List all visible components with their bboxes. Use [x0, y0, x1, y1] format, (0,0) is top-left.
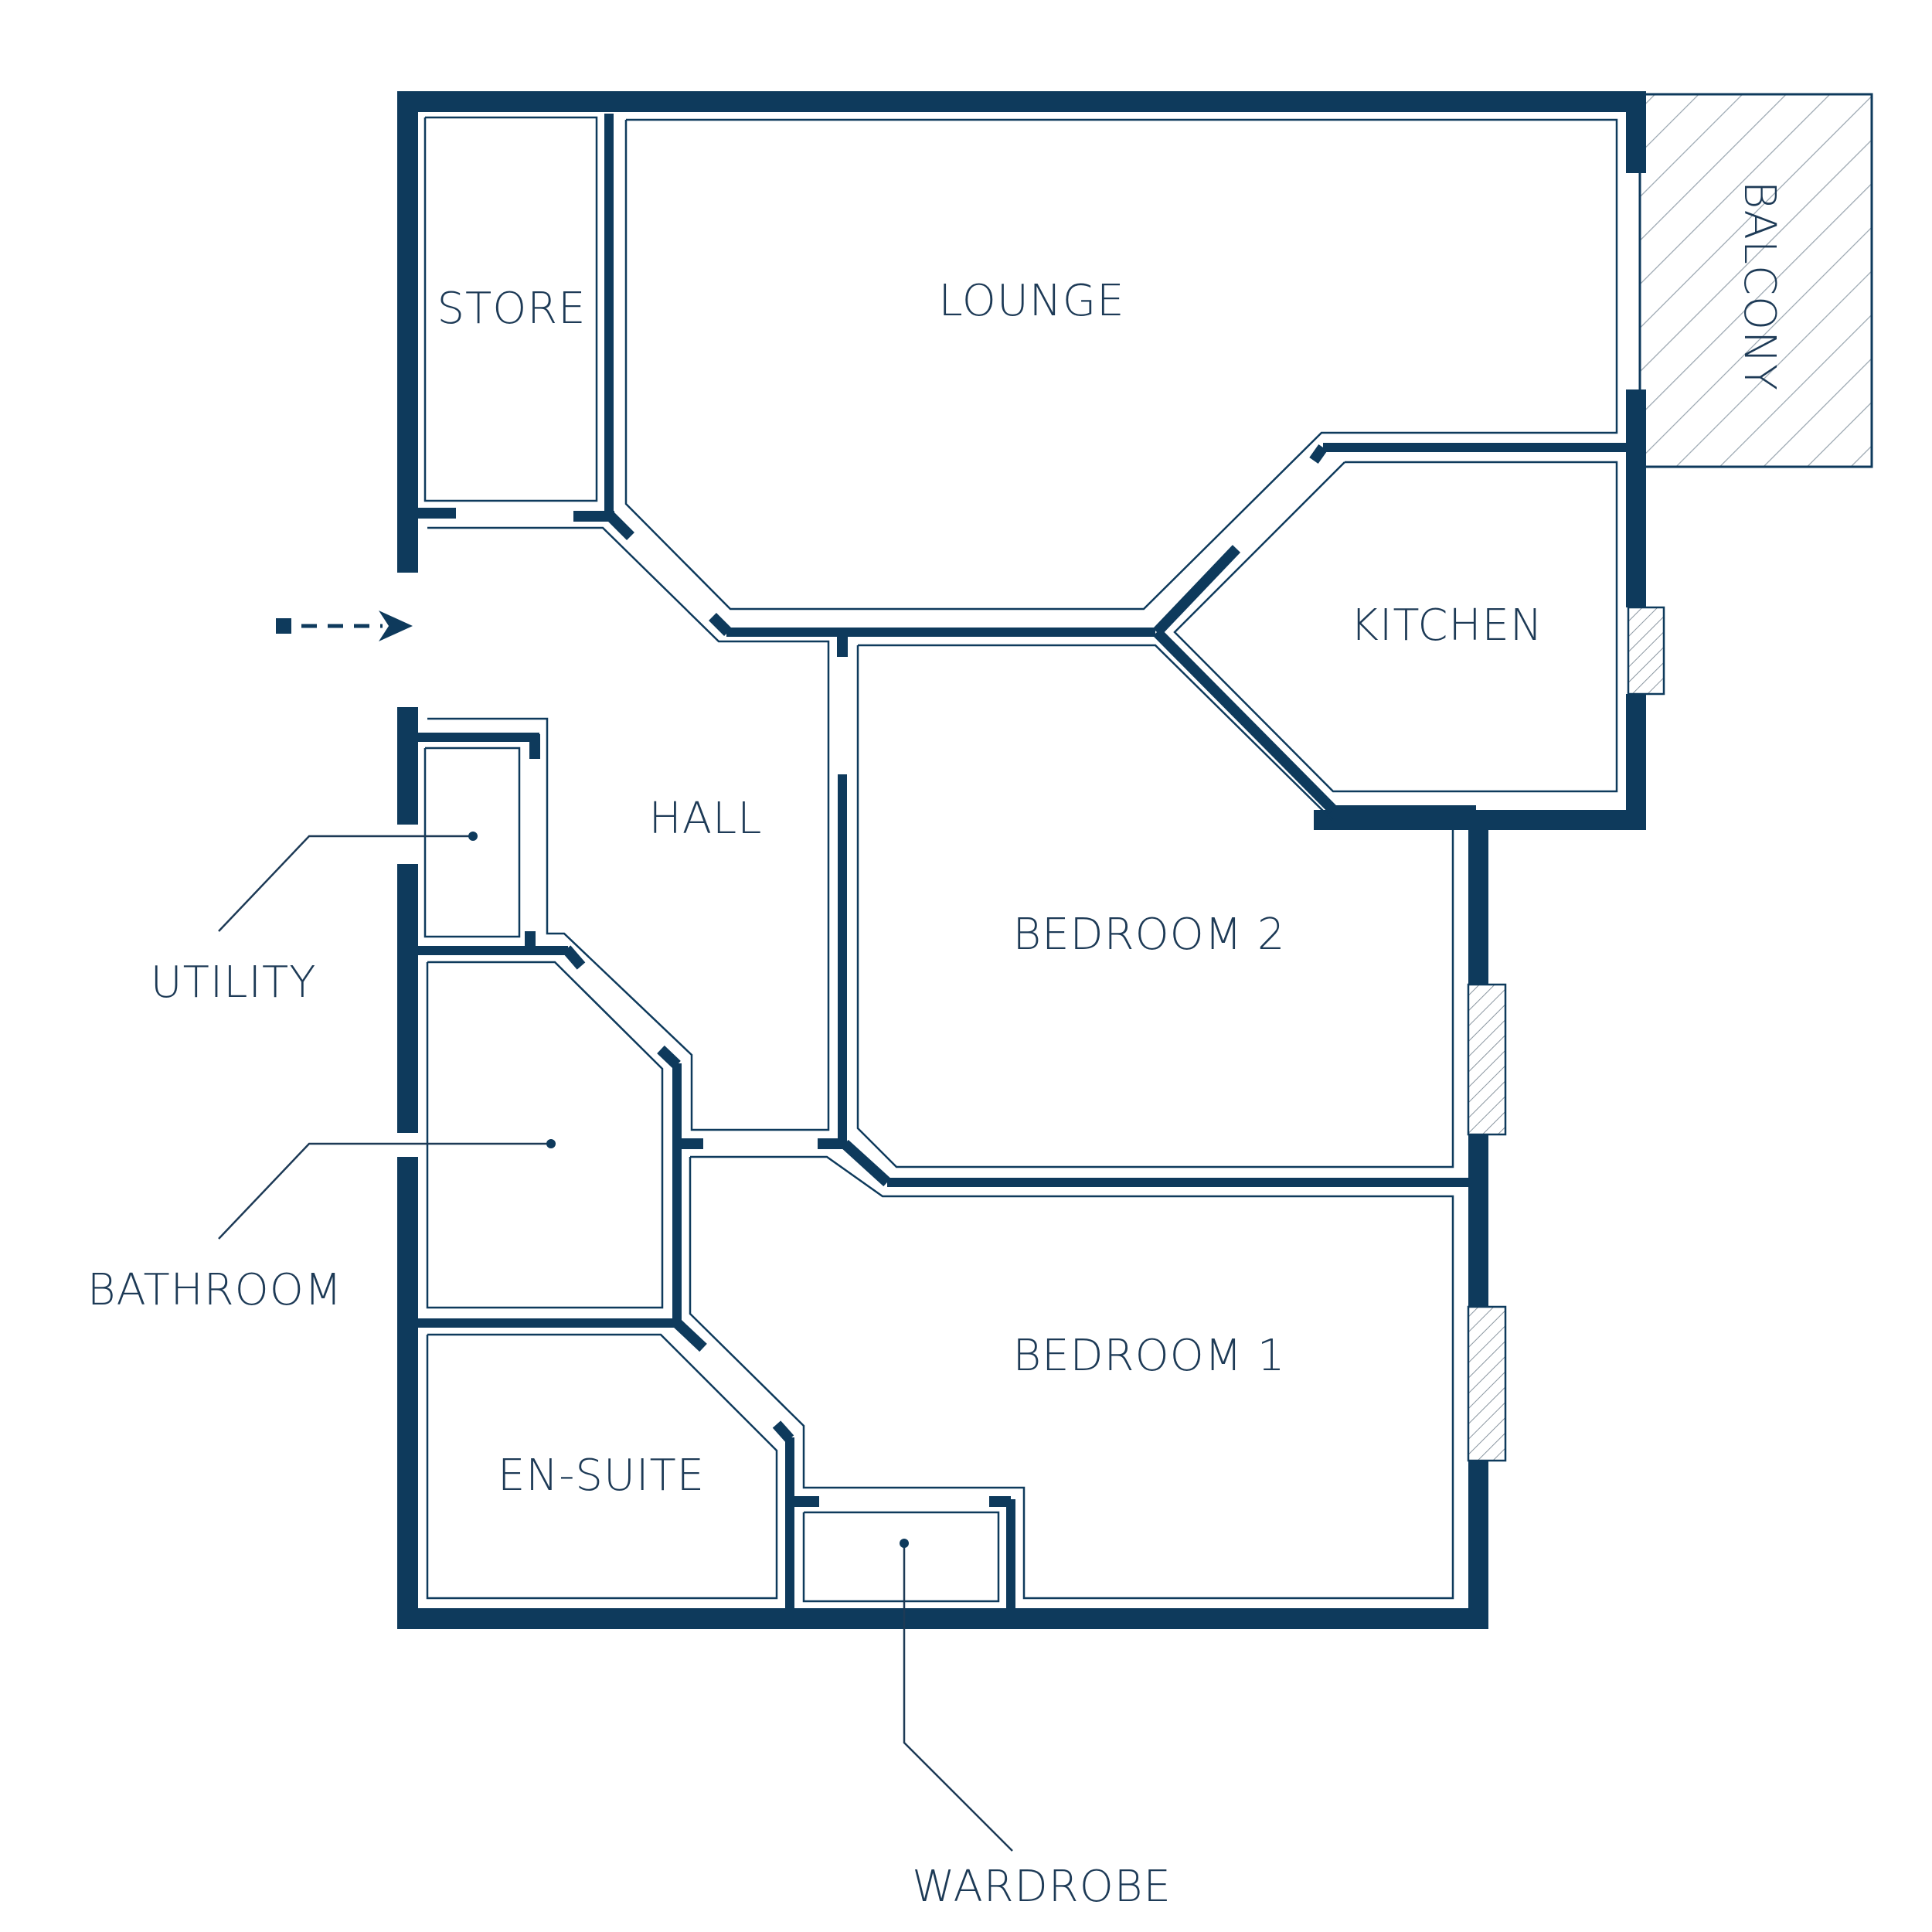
callout-leaders: [218, 832, 1013, 1852]
room-label-en-suite: EN-SUITE: [498, 1451, 705, 1501]
room-label-kitchen: KITCHEN: [1350, 600, 1543, 651]
entrance-arrow-icon: [276, 611, 413, 641]
outer-walls: [397, 91, 1646, 1629]
callout-label-bathroom: BATHROOM: [87, 1265, 342, 1315]
room-label-lounge: LOUNGE: [939, 276, 1125, 326]
window-hatch-icon: [1467, 606, 1665, 1462]
room-label-store: STORE: [437, 284, 586, 334]
room-label-balcony: BALCONY: [1734, 181, 1784, 391]
room-label-hall: HALL: [649, 794, 763, 844]
partitions: [418, 114, 1632, 1615]
room-label-bedroom-2: BEDROOM 2: [1013, 910, 1286, 960]
callout-label-wardrobe: WARDROBE: [912, 1862, 1172, 1912]
balcony: [1638, 93, 1873, 468]
callout-label-utility: UTILITY: [151, 957, 317, 1008]
room-label-bedroom-1: BEDROOM 1: [1013, 1331, 1286, 1381]
room-outlines: [423, 116, 1618, 1603]
